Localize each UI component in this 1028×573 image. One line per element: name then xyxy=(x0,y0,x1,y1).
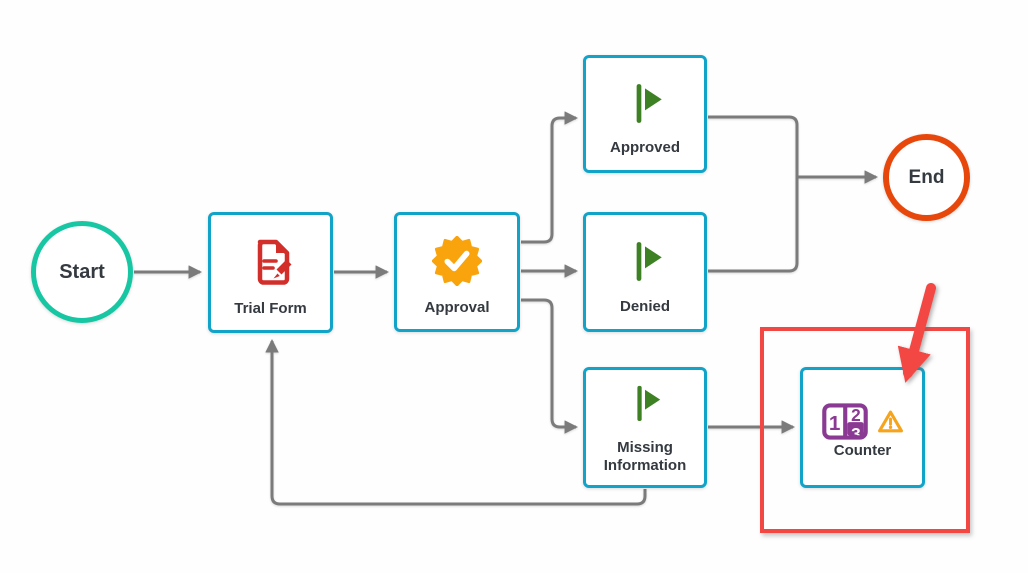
flag-icon xyxy=(636,84,662,123)
node-approved-label: Approved xyxy=(609,139,680,157)
node-counter-label: Counter xyxy=(833,442,892,460)
node-start[interactable]: Start xyxy=(31,221,133,323)
edge-approval-to-approved xyxy=(521,111,579,244)
node-missing-information[interactable]: Missing Information xyxy=(583,367,707,488)
approval-badge-icon xyxy=(432,236,482,286)
node-start-label: Start xyxy=(59,260,105,283)
form-edit-icon xyxy=(257,239,291,285)
edge-missing-information-to-trial-form-loop xyxy=(265,338,647,506)
node-denied-label: Denied xyxy=(619,298,670,316)
flag-icon xyxy=(636,242,662,281)
node-missing-information-label: Missing Information xyxy=(603,438,687,475)
edge-denied-to-end xyxy=(708,177,799,273)
node-trial-form-label: Trial Form xyxy=(234,300,307,318)
annotation-highlight-box xyxy=(760,327,970,533)
edge-approved-to-end xyxy=(708,115,799,177)
flag-icon xyxy=(637,385,661,422)
counter-icon-row: 1 2 3 xyxy=(803,403,922,440)
node-end-label: End xyxy=(908,166,945,188)
node-trial-form[interactable]: Trial Form xyxy=(208,212,333,333)
node-end[interactable]: End xyxy=(883,134,970,221)
edge-approval-to-missing-information xyxy=(521,298,579,434)
node-counter[interactable]: 1 2 3 Counter xyxy=(800,367,925,488)
node-approval-label: Approval xyxy=(424,299,490,317)
svg-text:1: 1 xyxy=(828,412,840,435)
node-denied[interactable]: Denied xyxy=(583,212,707,332)
svg-text:3: 3 xyxy=(851,424,861,440)
warning-triangle-icon xyxy=(877,410,903,433)
svg-text:2: 2 xyxy=(851,405,861,425)
node-approved[interactable]: Approved xyxy=(583,55,707,173)
counter-icon: 1 2 3 xyxy=(821,403,868,440)
node-approval[interactable]: Approval xyxy=(394,212,520,332)
